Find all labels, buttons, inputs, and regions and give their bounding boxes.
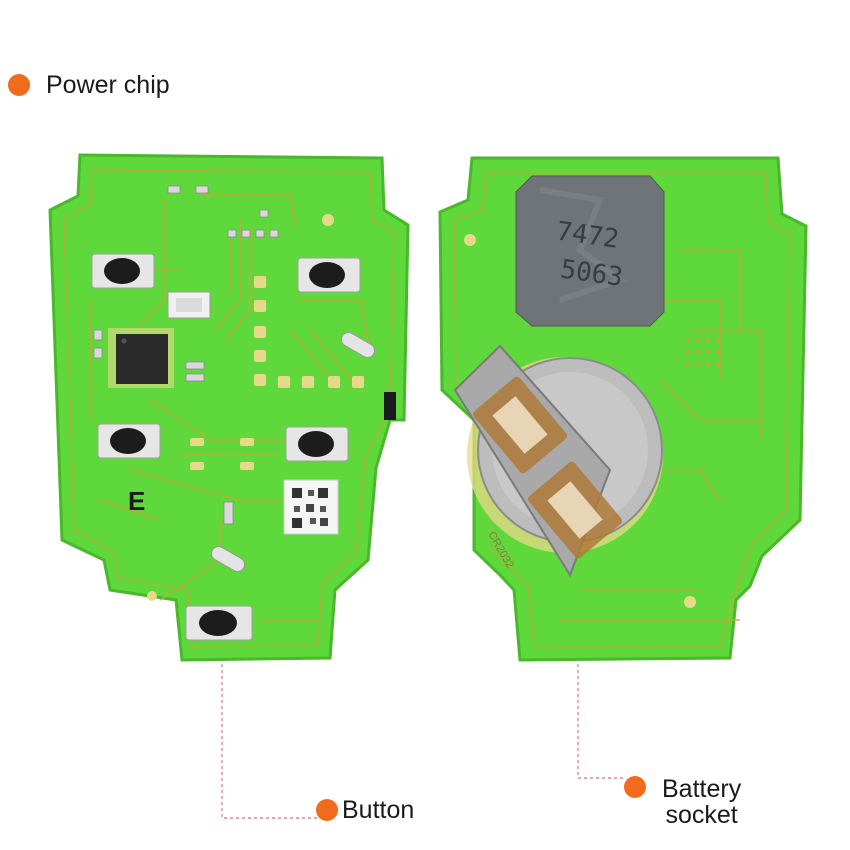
tactile-button-top-left <box>91 253 155 289</box>
smd-components <box>93 185 279 525</box>
tactile-button-mid-right <box>285 426 349 462</box>
battery-socket-callout: Battery socket <box>624 776 741 829</box>
left-pcb-board: E <box>48 153 410 662</box>
power-chip-label: Power chip <box>46 71 170 99</box>
battery-socket-label: Battery socket <box>662 775 742 830</box>
edge-connector <box>384 392 396 420</box>
silkscreen-letter: E <box>128 486 145 516</box>
battery-leader-line <box>577 664 626 779</box>
power-chip-ic <box>108 328 174 388</box>
qr-sticker <box>283 479 339 535</box>
via-dots <box>686 338 720 366</box>
crystal-component <box>167 291 211 319</box>
battery-contacts <box>472 376 623 559</box>
button-dot <box>316 799 338 822</box>
tactile-button-top-right <box>297 257 361 293</box>
tactile-button-bottom <box>185 605 253 641</box>
leader-lines <box>221 664 626 819</box>
solder-pads <box>147 214 364 601</box>
grey-coil-chip: 7472 5063 <box>515 175 665 327</box>
button-leader-line <box>221 664 318 819</box>
capsule-component <box>210 332 376 572</box>
button-label: Button <box>342 796 415 824</box>
button-callout: Button <box>316 797 414 823</box>
power-chip-callout: Power chip <box>8 72 170 98</box>
tactile-button-mid-left <box>97 423 161 459</box>
power-chip-dot <box>8 74 30 97</box>
right-pcb-board: 7472 5063 CR2032 <box>438 156 808 662</box>
battery-socket-dot <box>624 776 646 798</box>
right-traces <box>560 249 761 621</box>
